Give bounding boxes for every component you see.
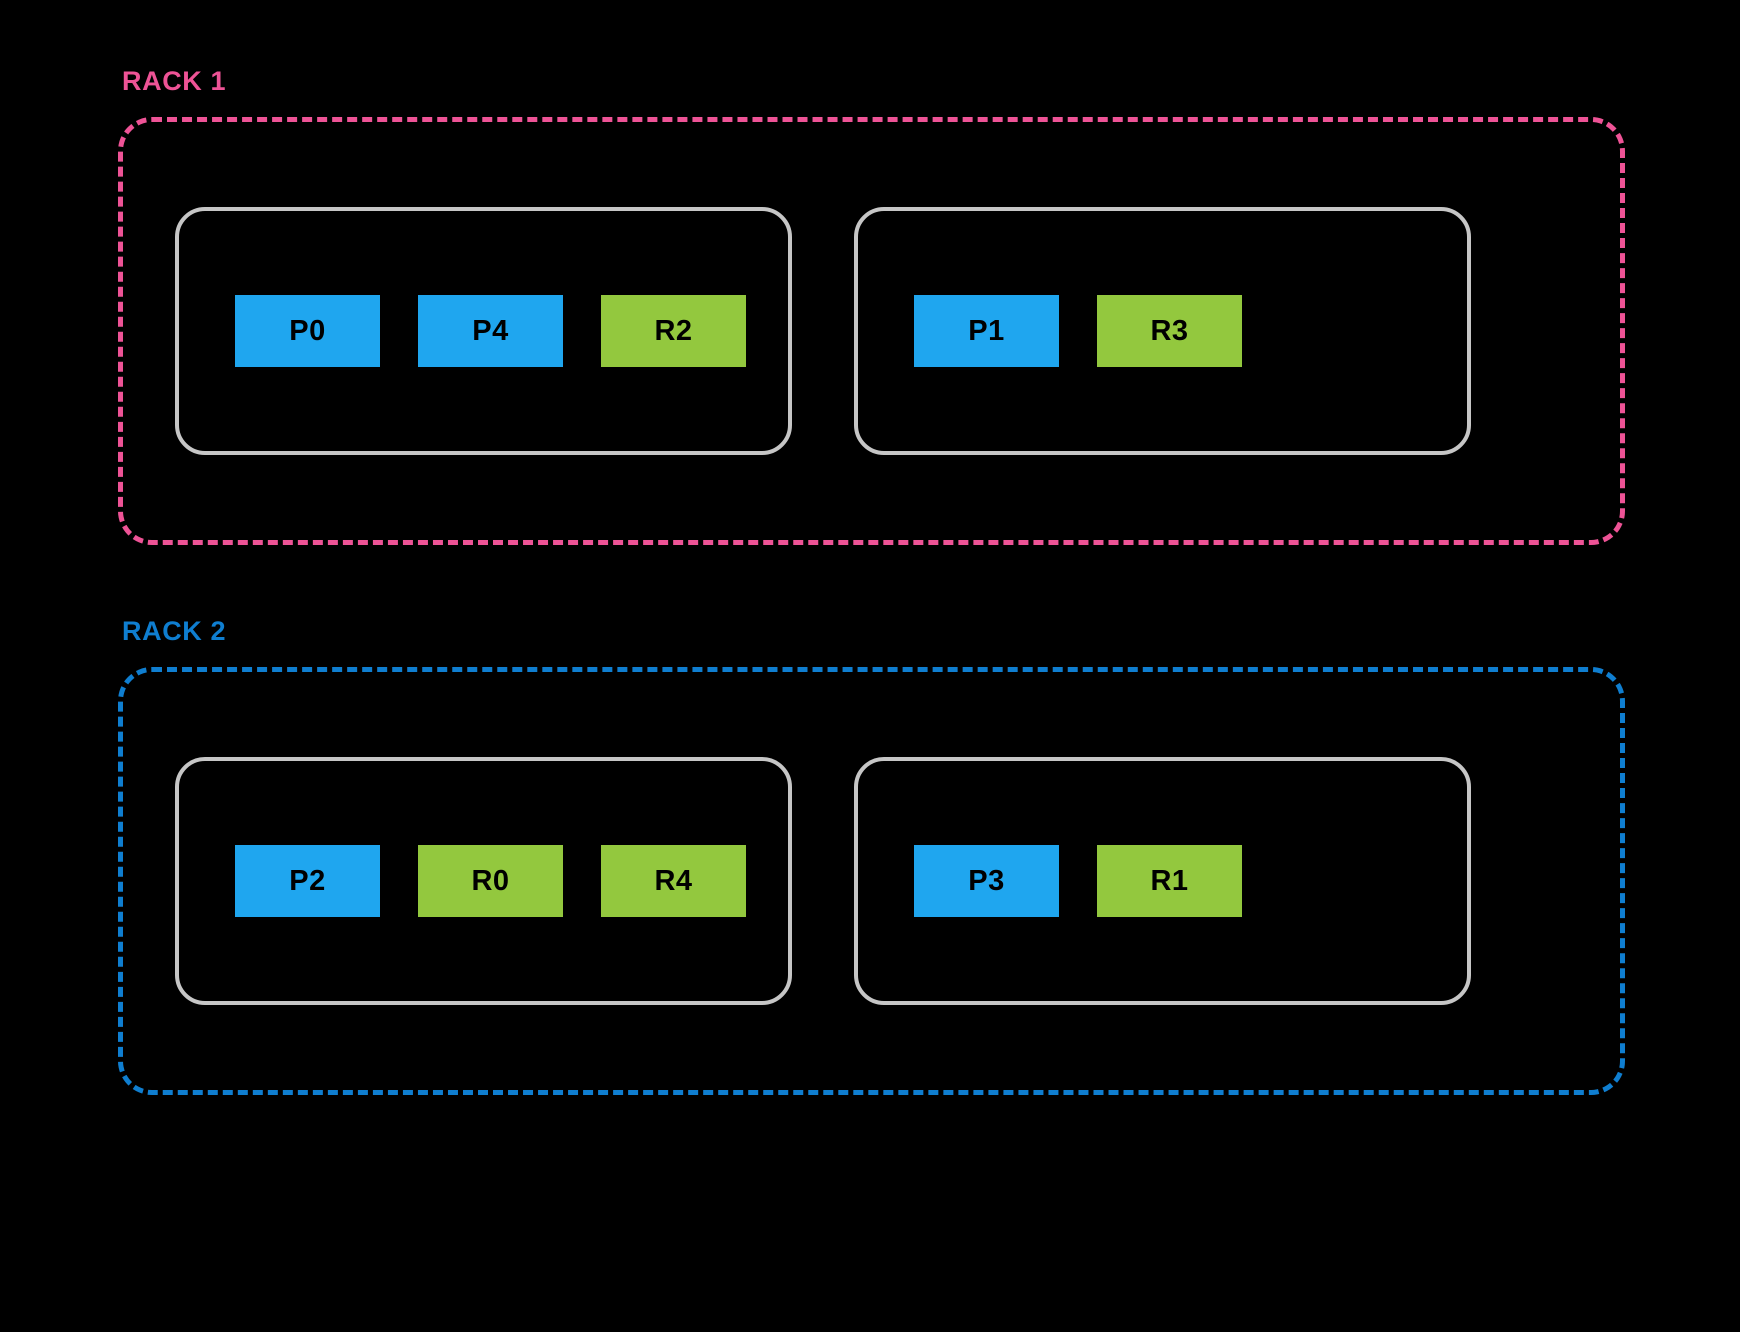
node-2-1[interactable]: P2 R0 R4 <box>175 757 792 1005</box>
chip-r1[interactable]: R1 <box>1097 845 1242 917</box>
rack-label-2: RACK 2 <box>122 616 227 646</box>
node-1-2[interactable]: P1 R3 <box>854 207 1471 455</box>
rack-boundary-1: P0 P4 R2 P1 R3 <box>118 117 1625 545</box>
rack-group-1: RACK 1 P0 P4 R2 P1 R3 <box>118 68 1625 545</box>
chip-r0[interactable]: R0 <box>418 845 563 917</box>
chip-p3[interactable]: P3 <box>914 845 1059 917</box>
rack-label-1: RACK 1 <box>122 66 227 96</box>
node-2-2[interactable]: P3 R1 <box>854 757 1471 1005</box>
rack-boundary-2: P2 R0 R4 P3 R1 <box>118 667 1625 1095</box>
rack-group-2: RACK 2 P2 R0 R4 P3 R1 <box>118 618 1625 1095</box>
chip-p0[interactable]: P0 <box>235 295 380 367</box>
node-1-1[interactable]: P0 P4 R2 <box>175 207 792 455</box>
chip-r3[interactable]: R3 <box>1097 295 1242 367</box>
chip-p1[interactable]: P1 <box>914 295 1059 367</box>
chip-r4[interactable]: R4 <box>601 845 746 917</box>
chip-r2[interactable]: R2 <box>601 295 746 367</box>
chip-p4[interactable]: P4 <box>418 295 563 367</box>
chip-p2[interactable]: P2 <box>235 845 380 917</box>
